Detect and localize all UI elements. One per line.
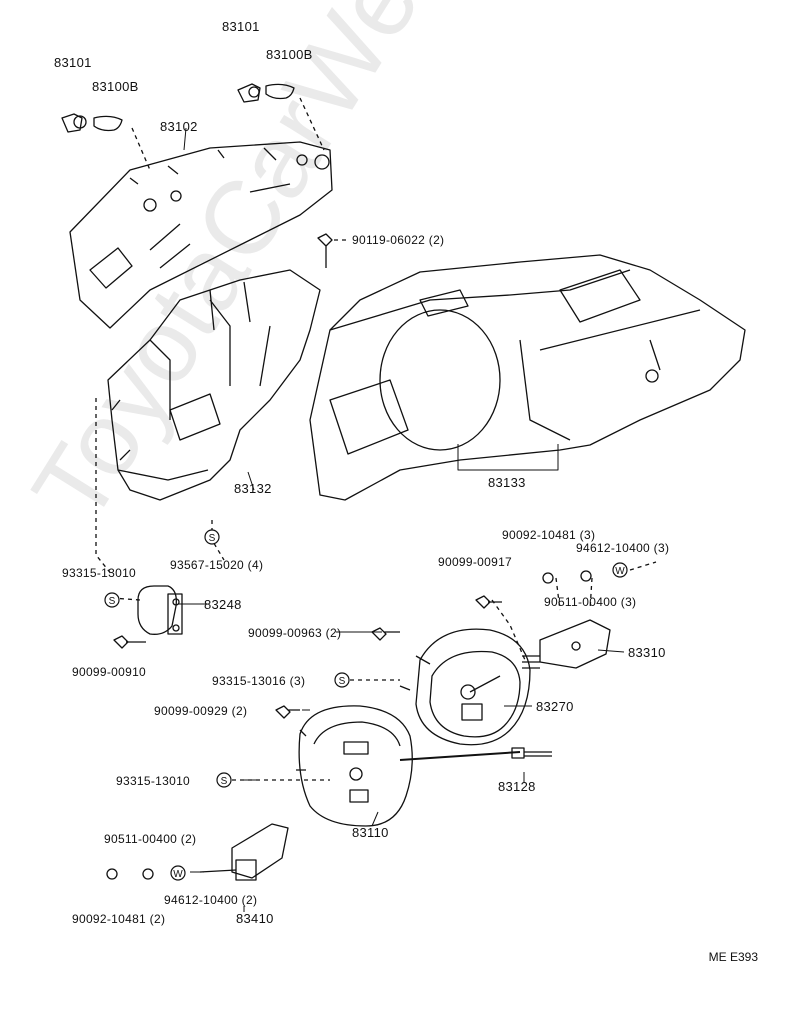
meter-housing-left xyxy=(107,269,321,501)
diagram-code: ME E393 xyxy=(708,950,758,964)
label-83128: 83128 xyxy=(498,779,536,794)
w-symbol: W xyxy=(612,562,628,578)
nut-90092-3 xyxy=(542,572,554,584)
w-symbol: W xyxy=(170,865,186,881)
label-93315-13010-b: 93315-13010 xyxy=(116,774,191,788)
label-83100b-left: 83100B xyxy=(92,79,139,94)
svg-text:S: S xyxy=(221,776,228,787)
svg-text:S: S xyxy=(209,533,216,544)
tachometer-83270 xyxy=(399,628,531,746)
speedometer-83110 xyxy=(296,705,521,827)
sensor-83248 xyxy=(137,585,183,635)
label-83133: 83133 xyxy=(488,475,526,490)
switch-83310 xyxy=(522,619,611,669)
screw-90099-00917 xyxy=(475,595,502,609)
label-93315-13016: 93315-13016 (3) xyxy=(212,674,306,688)
label-90092-10481-3: 90092-10481 (3) xyxy=(502,528,596,542)
nut-90511-2 xyxy=(142,868,154,880)
label-90511-00400-3: 90511-00400 (3) xyxy=(544,595,637,609)
label-90511-00400-2: 90511-00400 (2) xyxy=(104,832,197,846)
nut-90092-2 xyxy=(106,868,118,880)
svg-text:S: S xyxy=(339,676,346,687)
label-83248: 83248 xyxy=(204,597,242,612)
svg-text:S: S xyxy=(109,596,116,607)
screw-90099-00910 xyxy=(113,635,146,649)
label-94612-10400-2: 94612-10400 (2) xyxy=(164,893,258,907)
label-83102: 83102 xyxy=(160,119,198,134)
label-94612-10400-3: 94612-10400 (3) xyxy=(576,541,670,555)
label-90099-00929: 90099-00929 (2) xyxy=(154,704,248,718)
label-90099-00910: 90099-00910 xyxy=(72,665,147,679)
s-symbol: S xyxy=(104,592,120,608)
s-symbol: S xyxy=(216,772,232,788)
label-83310: 83310 xyxy=(628,645,666,660)
label-83410: 83410 xyxy=(236,911,274,926)
bulb-socket-left xyxy=(61,113,123,133)
nut-90511-3 xyxy=(580,570,592,582)
label-83101-left: 83101 xyxy=(54,55,92,70)
label-90092-10481-2: 90092-10481 (2) xyxy=(72,912,166,926)
label-83100b-top: 83100B xyxy=(266,47,313,62)
screw-90099-00963 xyxy=(371,627,400,641)
screw-90119 xyxy=(317,233,333,268)
bulb-socket-top xyxy=(237,83,295,103)
bolt-83128 xyxy=(511,747,552,759)
s-symbol: S xyxy=(334,672,350,688)
label-90099-00963: 90099-00963 (2) xyxy=(248,626,342,640)
svg-text:W: W xyxy=(615,566,625,577)
label-90119-06022: 90119-06022 (2) xyxy=(352,233,445,247)
meter-housing-right xyxy=(309,254,746,501)
printed-circuit-plate xyxy=(69,141,333,329)
screw-90099-00929 xyxy=(275,705,300,719)
label-83101-top: 83101 xyxy=(222,19,260,34)
label-93567-15020: 93567-15020 (4) xyxy=(170,558,264,572)
label-93315-13010-a: 93315-13010 xyxy=(62,566,137,580)
label-83132: 83132 xyxy=(234,481,272,496)
label-83110: 83110 xyxy=(352,825,389,840)
switch-83410 xyxy=(199,823,289,881)
svg-text:W: W xyxy=(173,869,183,880)
s-symbol: S xyxy=(204,529,220,545)
label-90099-00917: 90099-00917 xyxy=(438,555,513,569)
callout-lines xyxy=(178,127,625,912)
label-83270: 83270 xyxy=(536,699,574,714)
